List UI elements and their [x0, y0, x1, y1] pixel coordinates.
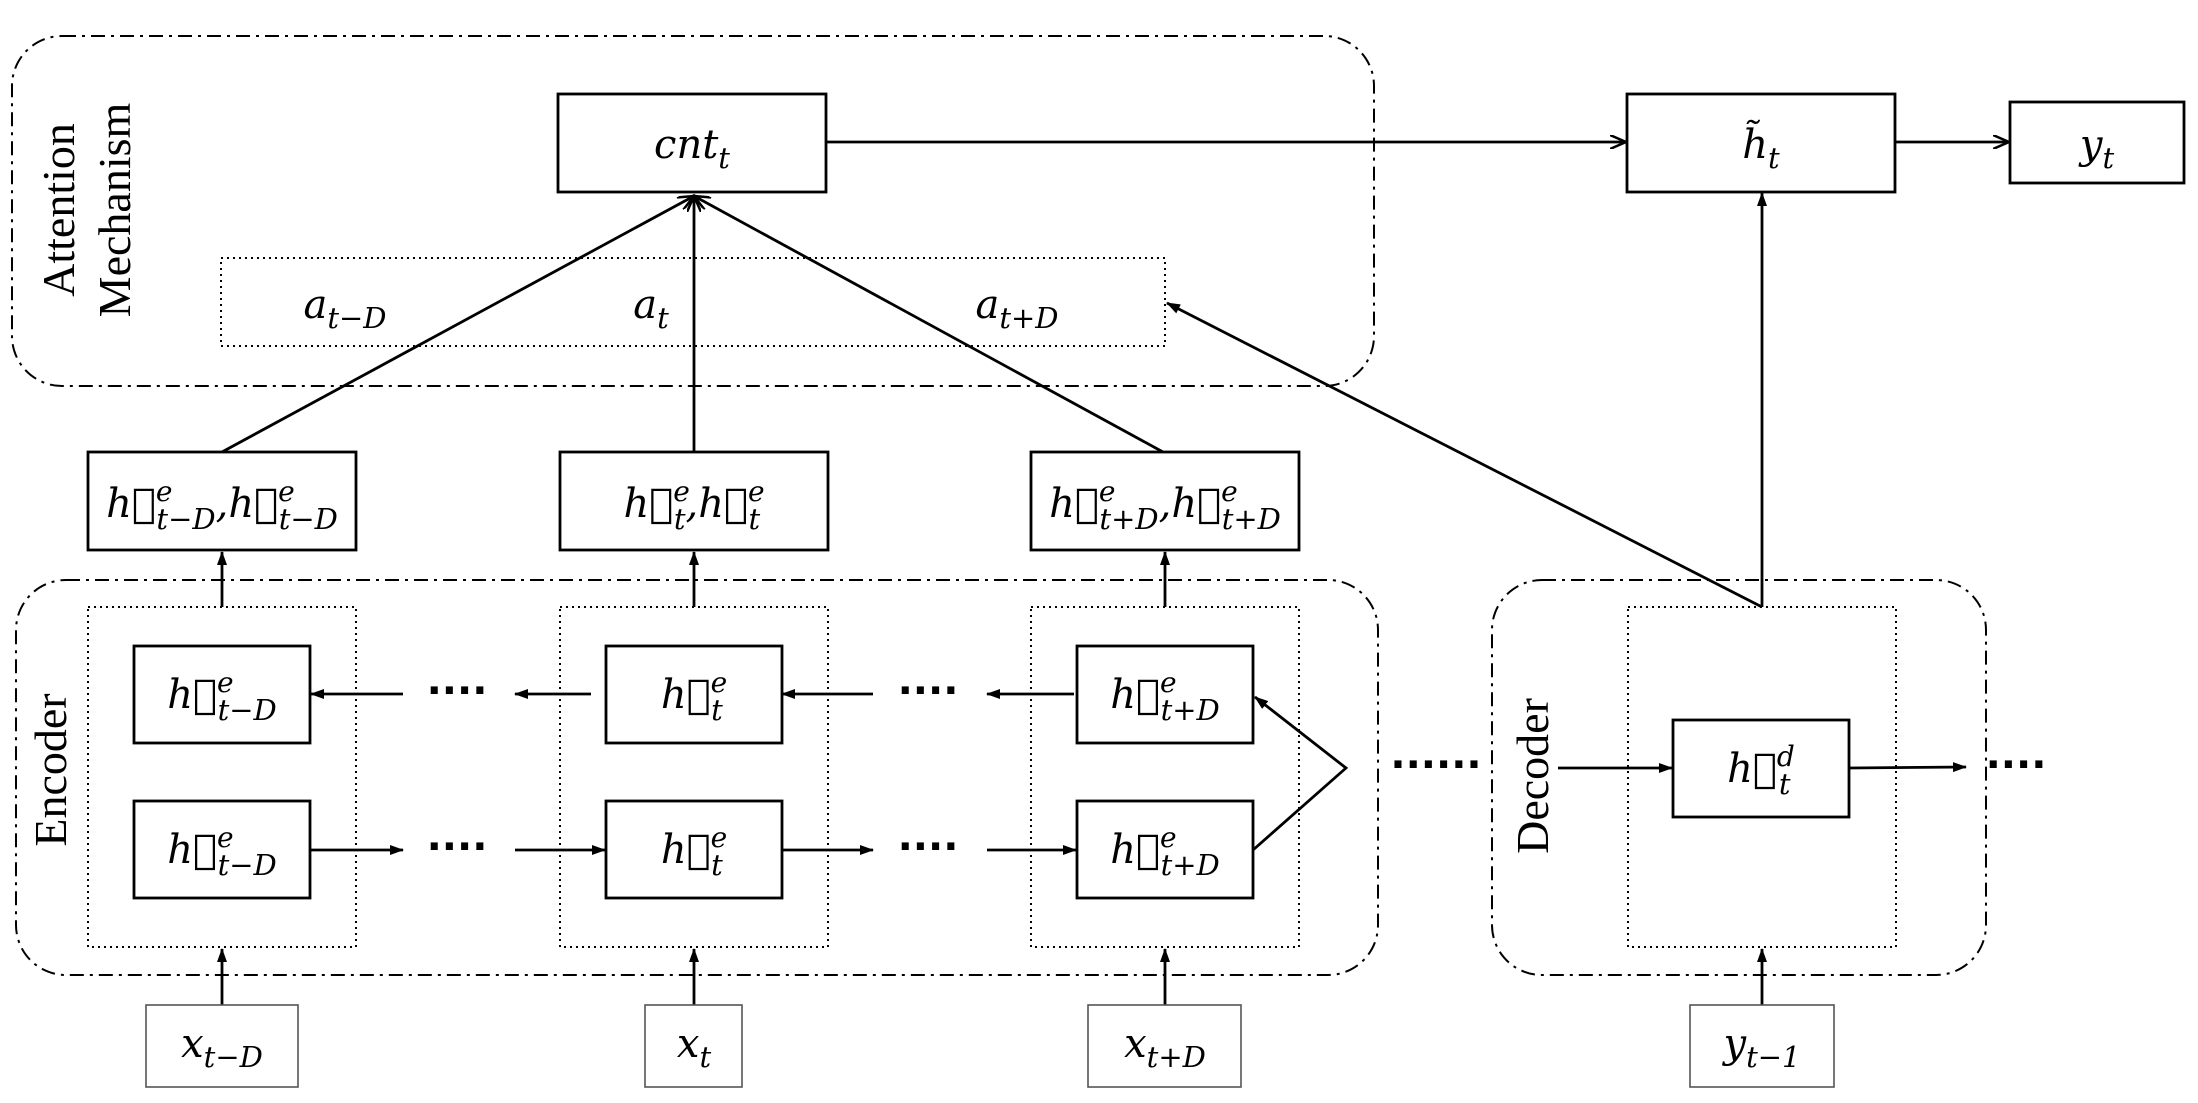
attentional-hidden-box — [1625, 92, 1897, 194]
enc-bwd-box-mid — [604, 644, 784, 745]
enc-bwd-box-right — [1075, 644, 1255, 745]
decoder-label: Decoder — [1507, 698, 1558, 854]
ellipsis-bwd-2: ···· — [898, 668, 959, 714]
enc-fwd-box-mid — [604, 799, 784, 900]
prev-output-label: yt−1 — [1721, 1021, 1800, 1074]
ellipsis-bwd-1: ···· — [427, 668, 488, 714]
concat-box-mid — [558, 450, 830, 552]
enc-fwd-box-right — [1075, 799, 1255, 900]
decoder-hidden-box — [1671, 718, 1851, 819]
input-left-label: xt−D — [181, 1021, 263, 1074]
input-right-label: xt+D — [1124, 1021, 1206, 1074]
concat-box-right — [1029, 450, 1301, 552]
input-mid-label: xt — [677, 1021, 712, 1074]
attention-label-line2: Mechanism — [89, 102, 140, 317]
ellipsis-decoder-out: ···· — [1986, 742, 2047, 788]
decoder-group — [1491, 579, 1987, 976]
input-box-left — [145, 1004, 299, 1088]
attention-label-line1: Attention — [33, 123, 84, 297]
weight-right-label: at+D — [975, 282, 1058, 335]
output-y-label: yt — [2078, 122, 2115, 175]
enc-bwd-box-left — [132, 644, 312, 745]
context-vector-box — [556, 92, 828, 194]
input-box-right — [1087, 1004, 1242, 1088]
attentional-hidden-label: h̃t — [1742, 119, 1780, 175]
input-box-mid — [644, 1004, 743, 1088]
prev-output-box — [1689, 1004, 1835, 1088]
concat-box-left — [86, 450, 358, 552]
ellipsis-fwd-1: ···· — [427, 824, 488, 870]
ellipsis-fwd-2: ···· — [898, 824, 959, 870]
context-vector-label: cntt — [654, 122, 730, 175]
weight-mid-label: at — [633, 282, 669, 335]
encoder-group — [15, 579, 1379, 976]
output-y-box — [2008, 100, 2186, 185]
encoder-label: Encoder — [25, 693, 76, 846]
weight-left-label: at−D — [303, 282, 386, 335]
ellipsis-between: ······ — [1390, 742, 1481, 788]
enc-fwd-box-left — [132, 799, 312, 900]
